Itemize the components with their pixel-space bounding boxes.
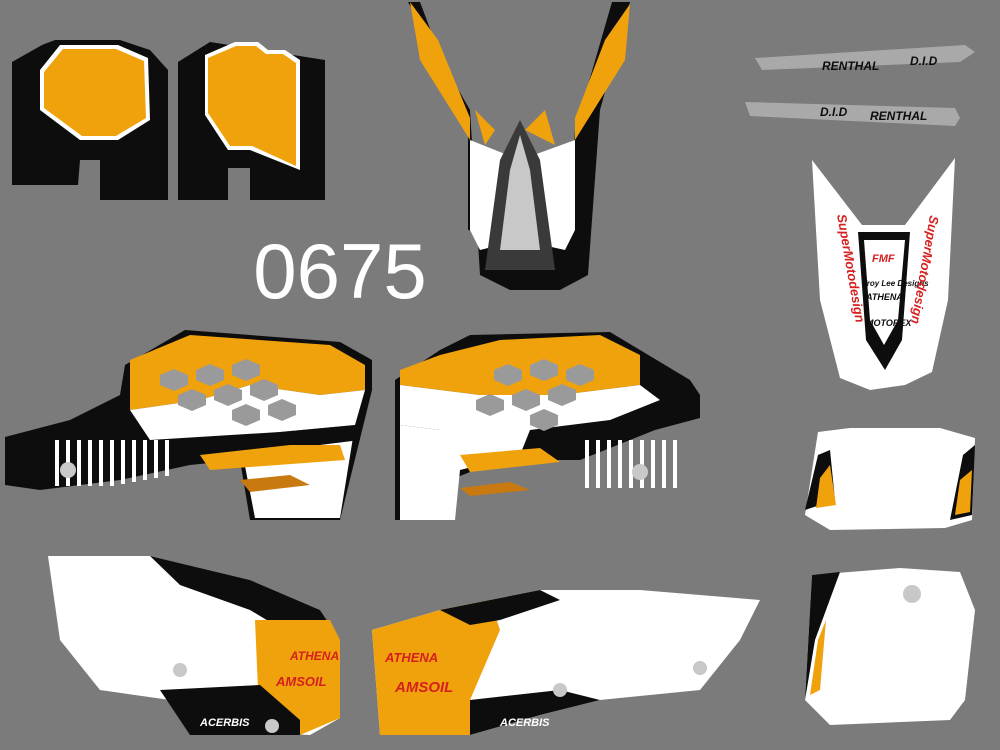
troylee-logo: Troy Lee Designs <box>862 279 929 288</box>
amsoil-logo-left: AMSOIL <box>275 674 327 689</box>
athena-logo-left: ATHENA <box>289 649 339 663</box>
acerbis-logo-right: ACERBIS <box>499 717 550 729</box>
renthal-logo-2: RENTHAL <box>870 109 927 123</box>
fork-guard-decal-right <box>178 42 325 200</box>
did-logo-1: D.I.D <box>910 54 938 68</box>
athena-logo-plate: ATHENA <box>865 292 903 302</box>
side-panel-right: ATHENA AMSOIL ACERBIS <box>372 590 760 735</box>
fork-guard-decal-left <box>12 40 168 200</box>
acerbis-logo-left: ACERBIS <box>199 717 250 729</box>
motorex-logo: MOTOREX <box>866 318 912 328</box>
product-code-label: 0675 <box>253 227 427 315</box>
side-panel-left: ATHENA AMSOIL ACERBIS <box>48 556 340 735</box>
rear-number-plate <box>805 568 975 725</box>
athena-logo-right: ATHENA <box>384 650 438 665</box>
fmf-logo: FMF <box>872 253 895 265</box>
handlebar-strip-upper: RENTHAL D.I.D <box>755 45 975 73</box>
front-number-plate: FMF Troy Lee Designs ATHENA MOTOREX Supe… <box>812 158 955 390</box>
handlebar-strip-lower: D.I.D RENTHAL <box>745 102 960 126</box>
amsoil-logo-right: AMSOIL <box>394 679 453 696</box>
radiator-shroud-left <box>5 330 372 520</box>
front-fender-decal <box>408 2 630 290</box>
renthal-logo-1: RENTHAL <box>822 59 879 73</box>
headlight-plate <box>805 428 975 530</box>
radiator-shroud-right <box>395 332 700 520</box>
did-logo-2: D.I.D <box>820 105 848 119</box>
